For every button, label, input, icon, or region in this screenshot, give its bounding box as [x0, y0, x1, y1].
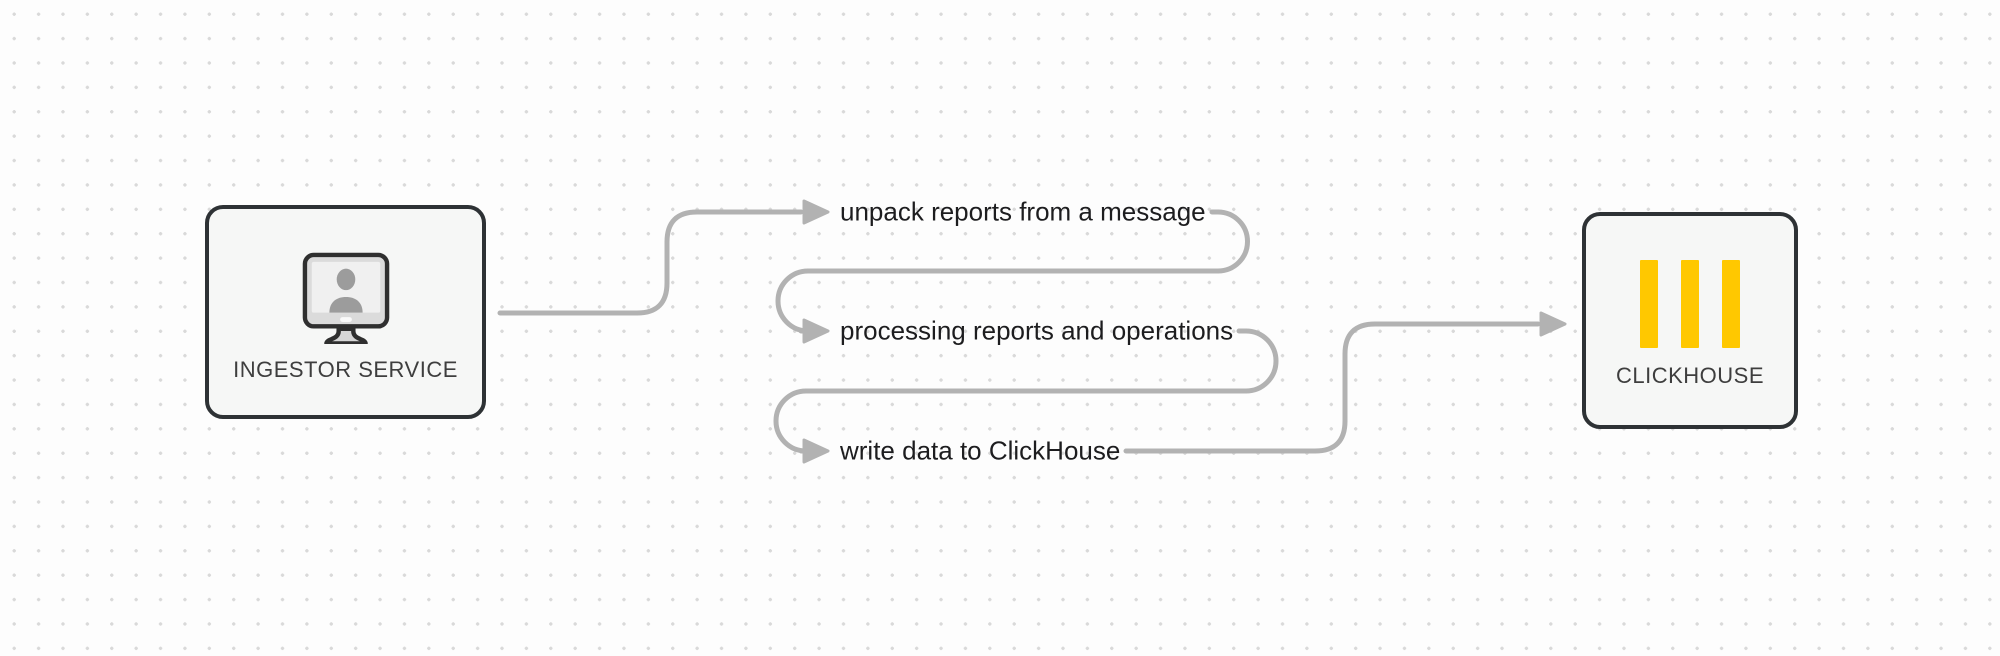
connector-step1-to-step2 [775, 209, 1250, 334]
step-label-unpack: unpack reports from a message [840, 196, 1206, 227]
node-ingestor-service[interactable]: INGESTOR SERVICE [205, 205, 486, 419]
node-clickhouse[interactable]: CLICKHOUSE [1582, 212, 1798, 429]
clickhouse-bar [1681, 259, 1699, 348]
arrowhead-clickhouse-icon [1539, 311, 1567, 337]
clickhouse-label: CLICKHOUSE [1615, 362, 1765, 388]
arrowhead-step1-icon [802, 199, 830, 225]
clickhouse-bars-icon [1640, 259, 1740, 348]
connector-ingestor-to-step1 [497, 209, 804, 316]
arrowhead-step2-icon [802, 318, 830, 344]
step-label-write: write data to ClickHouse [840, 435, 1121, 466]
arrowhead-step3-icon [802, 438, 830, 464]
connector-step2-to-step3 [773, 328, 1279, 454]
monitor-user-icon [302, 252, 389, 344]
connector-step3-to-clickhouse [1123, 321, 1541, 454]
step-label-processing: processing reports and operations [840, 315, 1234, 346]
ingestor-service-label: INGESTOR SERVICE [233, 357, 458, 382]
clickhouse-bar [1722, 259, 1740, 348]
clickhouse-bar [1640, 259, 1658, 348]
